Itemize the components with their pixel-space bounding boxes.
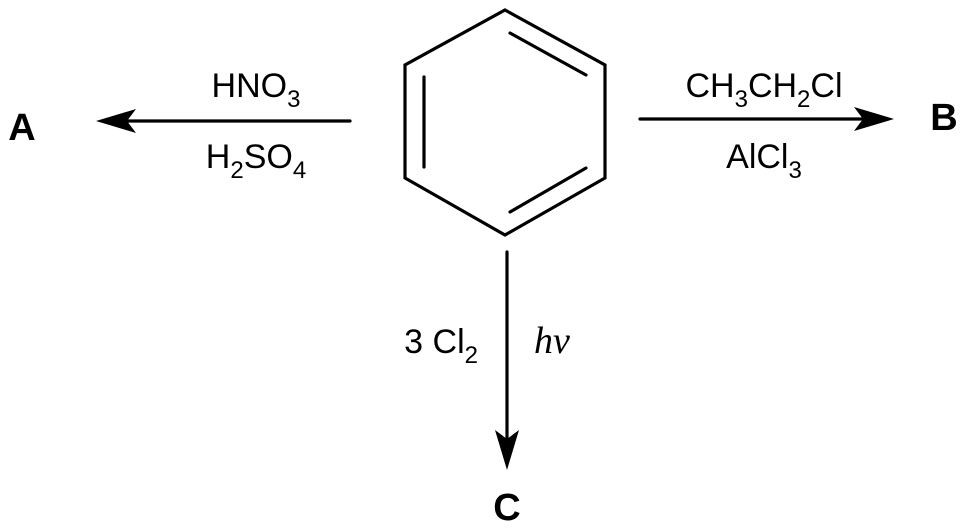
product-b: B (930, 97, 957, 139)
reagent-c-left: 3 Cl2 (404, 323, 478, 369)
arrow-to-c (495, 250, 519, 470)
product-a: A (8, 107, 35, 149)
product-c: C (493, 487, 520, 529)
reagent-a-top: HNO3 (212, 67, 301, 113)
reagent-c-right: hν (534, 320, 570, 362)
reagent-a-bottom: H2SO4 (206, 138, 306, 184)
arrow-to-b (638, 107, 894, 131)
reagent-b-top: CH3CH2Cl (685, 67, 842, 113)
arrow-to-a (96, 109, 352, 133)
reagent-b-bottom: AlCl3 (726, 138, 802, 184)
benzene-ring-icon (403, 8, 607, 237)
